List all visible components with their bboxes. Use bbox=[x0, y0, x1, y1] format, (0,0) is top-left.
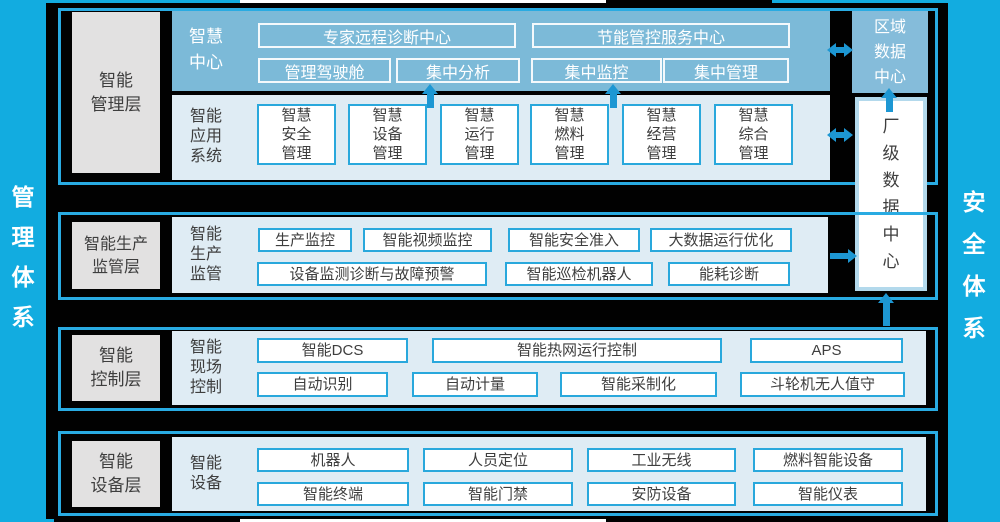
box-smart-dcs: 智能DCS bbox=[257, 338, 408, 363]
box-auto-identification: 自动识别 bbox=[257, 372, 388, 397]
layer3-title: 智能 控制层 bbox=[72, 335, 160, 401]
arrow-up-plant-to-regional bbox=[881, 88, 897, 112]
box-smart-inspection-robot: 智能巡检机器人 bbox=[505, 262, 653, 286]
box-management-cockpit: 管理驾驶舱 bbox=[258, 58, 391, 83]
box-security-equipment: 安防设备 bbox=[587, 482, 736, 506]
left-rail-title: 管 理 体 系 bbox=[11, 184, 35, 330]
box-aps: APS bbox=[750, 338, 903, 363]
bottom-edge-white bbox=[240, 519, 606, 522]
box-bigdata-operation-optimization: 大数据运行优化 bbox=[650, 228, 792, 252]
layer-production-supervision bbox=[58, 212, 938, 300]
box-smart-meter: 智能仪表 bbox=[753, 482, 903, 506]
box-smart-equipment-mgmt: 智慧 设备 管理 bbox=[348, 104, 427, 165]
left-rail: 管 理 体 系 bbox=[0, 0, 46, 522]
layer1-title: 智能 管理层 bbox=[72, 12, 160, 173]
box-industrial-wireless: 工业无线 bbox=[587, 448, 736, 472]
box-smart-fuel-mgmt: 智慧 燃料 管理 bbox=[530, 104, 609, 165]
box-smart-terminal: 智能终端 bbox=[257, 482, 409, 506]
equipment-label: 智能 设备 bbox=[189, 455, 222, 492]
box-centralized-monitoring: 集中监控 bbox=[531, 58, 662, 83]
right-rail: 安 全 体 系 bbox=[948, 0, 1000, 522]
arrow-bidir-layer1-regional bbox=[827, 43, 853, 57]
arrow-right-layer2-plant bbox=[830, 249, 857, 263]
box-energy-control-service-center: 节能管控服务中心 bbox=[532, 23, 790, 48]
layer-smart-control bbox=[58, 327, 938, 411]
box-smart-business-mgmt: 智慧 经营 管理 bbox=[622, 104, 701, 165]
box-smart-comprehensive-mgmt: 智慧 综合 管理 bbox=[714, 104, 793, 165]
layer-smart-management bbox=[58, 8, 938, 185]
box-smart-operation-mgmt: 智慧 运行 管理 bbox=[440, 104, 519, 165]
top-edge-white bbox=[240, 0, 606, 3]
box-equipment-diagnosis-warning: 设备监测诊断与故障预警 bbox=[257, 262, 487, 286]
smart-center-label: 智慧 中心 bbox=[189, 27, 223, 72]
layer2-title: 智能生产 监管层 bbox=[72, 222, 160, 289]
top-edge-cyan-right bbox=[772, 0, 1000, 3]
arrow-bidir-layer1-plant bbox=[827, 128, 853, 142]
box-smart-safety-access: 智能安全准入 bbox=[508, 228, 640, 252]
arrow-up-to-analysis bbox=[422, 84, 438, 108]
right-rail-title: 安 全 体 系 bbox=[962, 189, 986, 341]
box-personnel-positioning: 人员定位 bbox=[423, 448, 573, 472]
top-edge-cyan bbox=[0, 0, 240, 3]
box-smart-sampling: 智能采制化 bbox=[560, 372, 717, 397]
plant-data-center: 厂 级 数 据 中 心 bbox=[855, 97, 927, 291]
box-robot: 机器人 bbox=[257, 448, 409, 472]
box-auto-measurement: 自动计量 bbox=[412, 372, 538, 397]
box-smart-access-control: 智能门禁 bbox=[423, 482, 573, 506]
box-fuel-smart-equipment: 燃料智能设备 bbox=[753, 448, 903, 472]
box-bucket-wheel-unmanned: 斗轮机无人值守 bbox=[740, 372, 905, 397]
box-smart-video-monitoring: 智能视频监控 bbox=[363, 228, 492, 252]
field-control-label: 智能 现场 控制 bbox=[189, 339, 222, 396]
box-energy-diagnosis: 能耗诊断 bbox=[668, 262, 790, 286]
layer-smart-equipment bbox=[58, 431, 938, 516]
arrow-up-to-monitoring bbox=[605, 84, 621, 108]
smart-app-label: 智能 应用 系统 bbox=[189, 108, 222, 165]
arrow-up-layer3-plant bbox=[878, 293, 894, 326]
box-smart-heatnet-control: 智能热网运行控制 bbox=[432, 338, 722, 363]
regional-data-center: 区域 数据 中心 bbox=[852, 11, 928, 93]
box-smart-safety-mgmt: 智慧 安全 管理 bbox=[257, 104, 336, 165]
production-label: 智能 生产 监管 bbox=[189, 226, 222, 283]
box-centralized-management: 集中管理 bbox=[663, 58, 789, 83]
layer4-title: 智能 设备层 bbox=[72, 441, 160, 507]
box-expert-remote-diagnosis-center: 专家远程诊断中心 bbox=[258, 23, 516, 48]
box-production-monitoring: 生产监控 bbox=[258, 228, 352, 252]
box-centralized-analysis: 集中分析 bbox=[396, 58, 520, 83]
